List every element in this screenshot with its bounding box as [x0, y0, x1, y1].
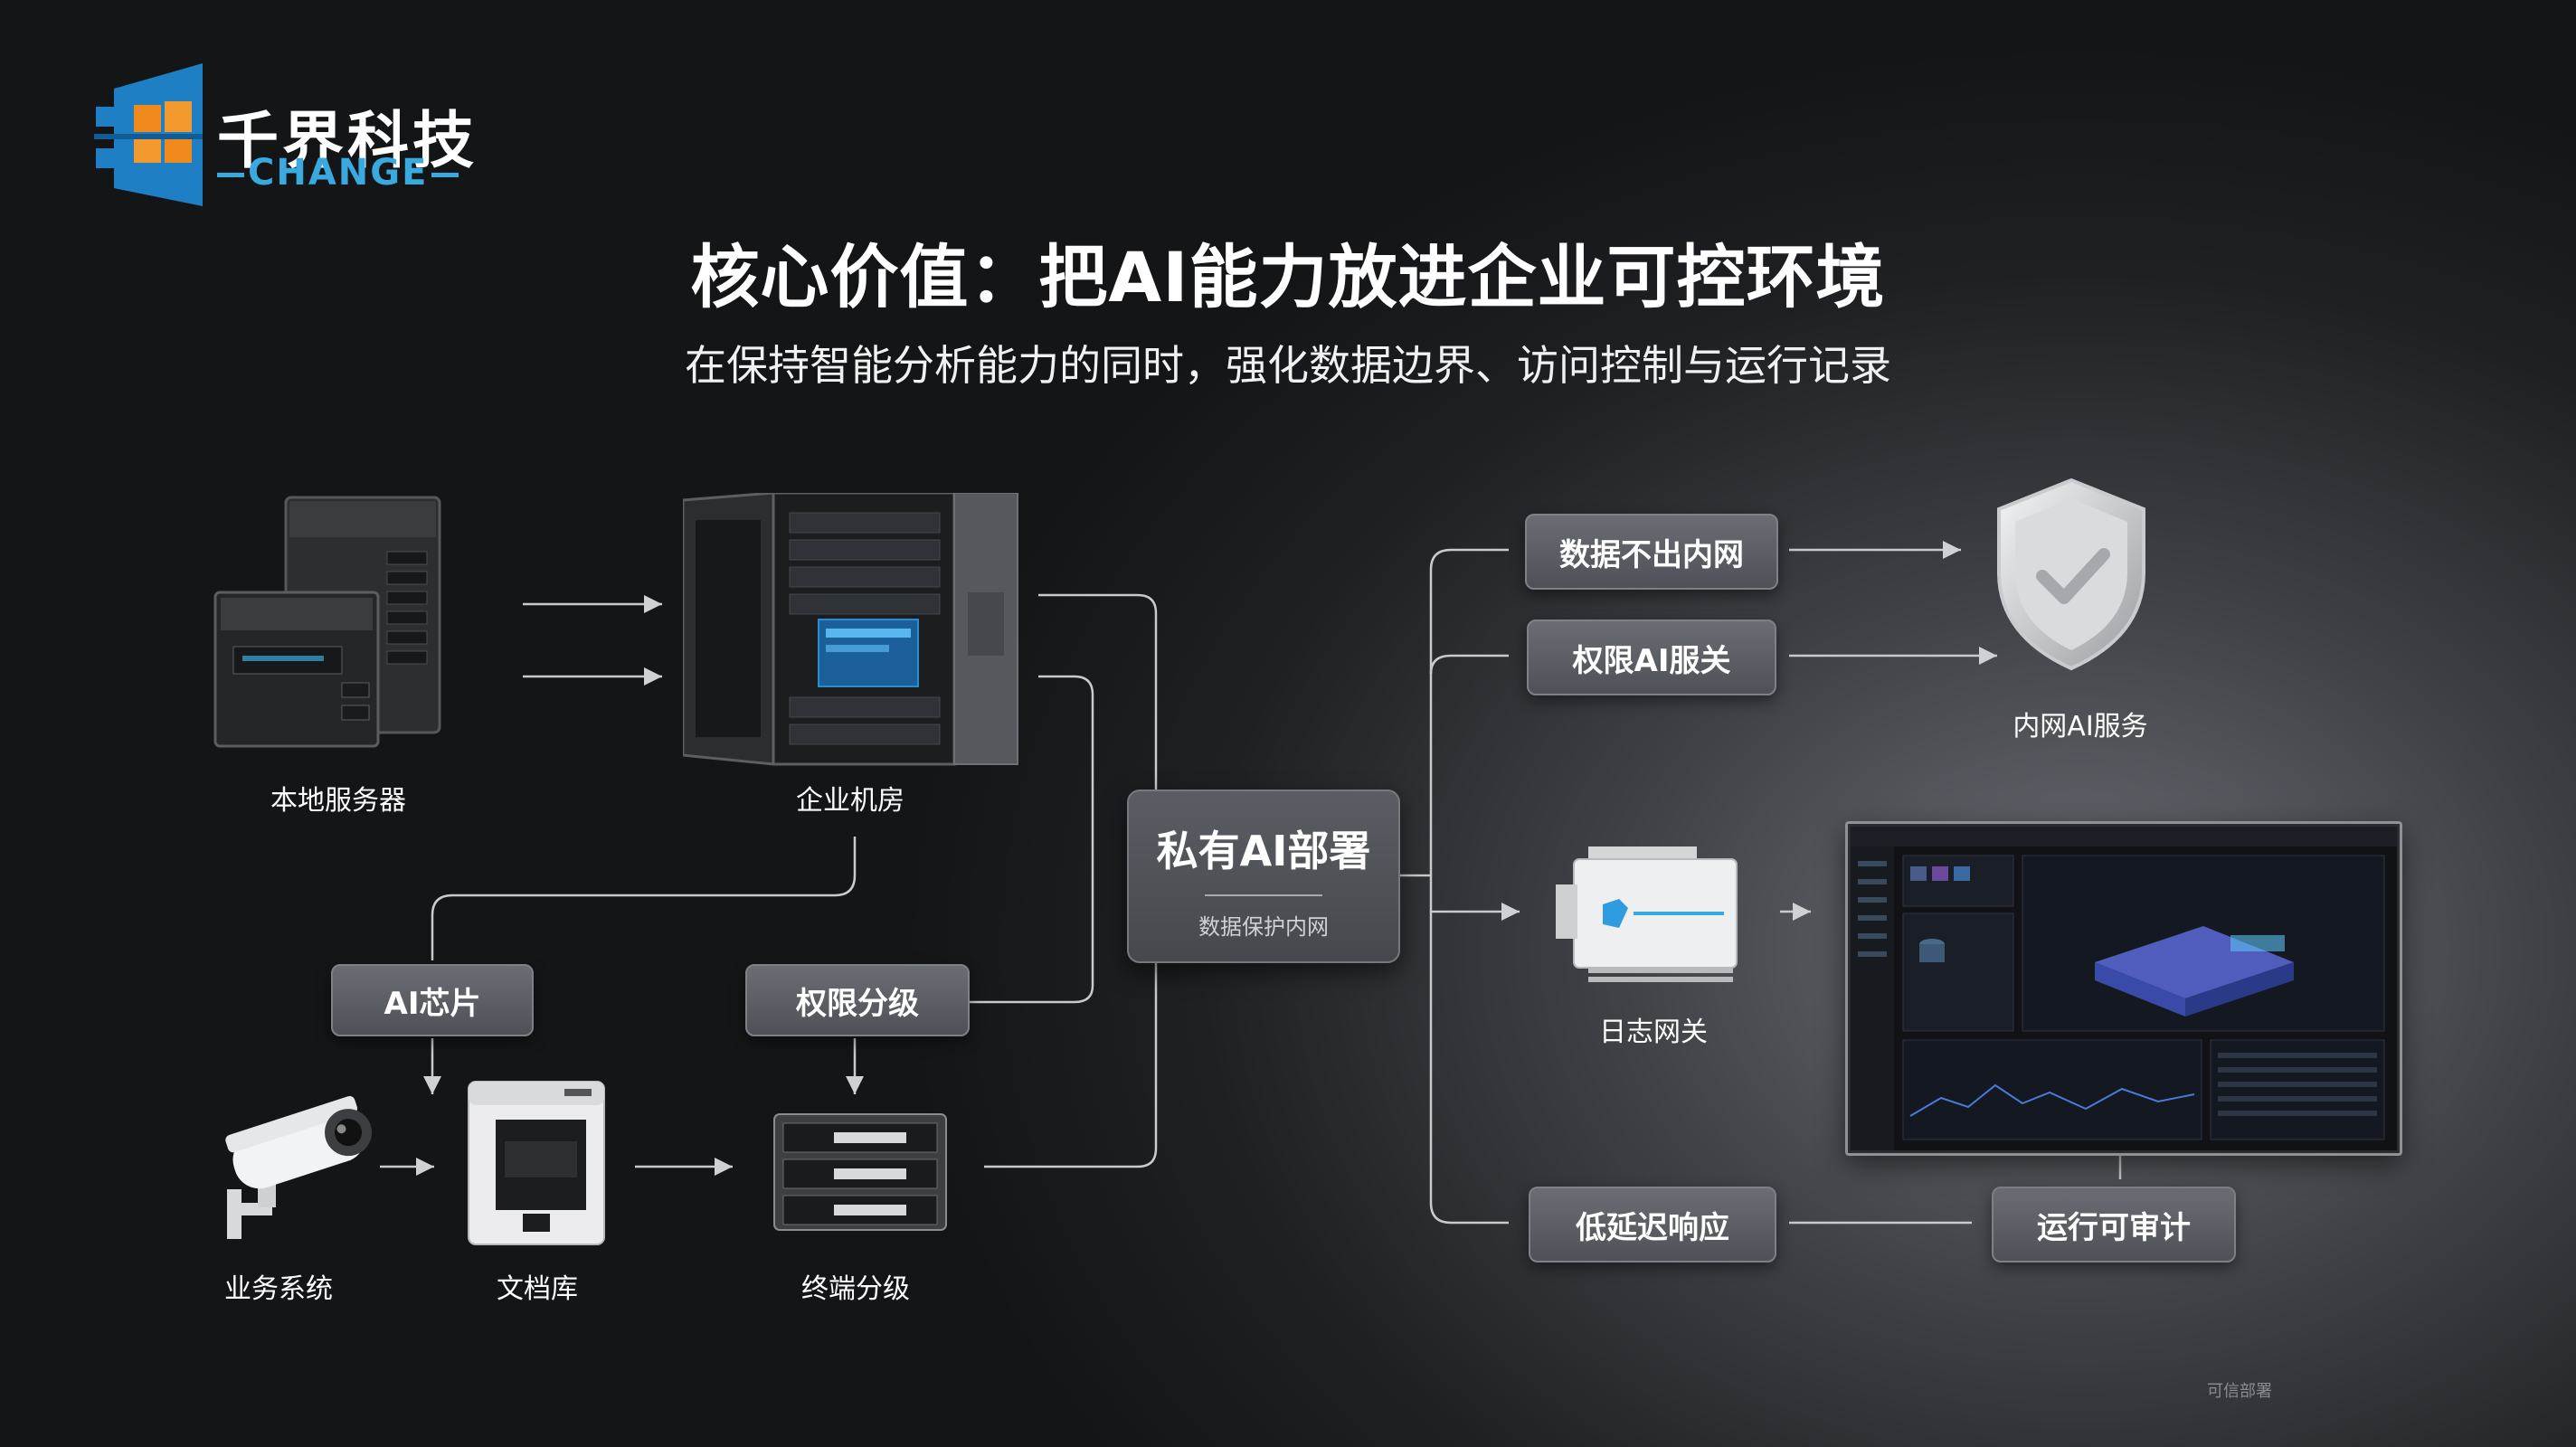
- pill-low-latency: 低延迟响应: [1529, 1187, 1776, 1263]
- center-title: 私有AI部署: [1156, 827, 1371, 875]
- local-server-image: [206, 488, 514, 760]
- machine-room-image: [681, 491, 1027, 773]
- dashboard-screen: [1851, 827, 2397, 1150]
- center-divider: [1205, 894, 1322, 896]
- page-title: 核心价值：把AI能力放进企业可控环境: [690, 237, 1886, 317]
- business-system-image: [222, 1085, 384, 1244]
- private-ai-deployment-box: 私有AI部署 数据保护内网: [1127, 790, 1400, 963]
- label-business-system: 业务系统: [224, 1273, 333, 1305]
- label-intranet-ai: 内网AI服务: [2012, 711, 2148, 742]
- label-doc-library: 文档库: [497, 1273, 578, 1305]
- pill-ai-chip: AI芯片: [331, 964, 534, 1036]
- logo-mark-icon: [94, 63, 203, 206]
- center-subtitle: 数据保护内网: [1198, 914, 1329, 940]
- pill-auditable: 运行可审计: [1992, 1187, 2236, 1263]
- dashboard-monitor: [1845, 821, 2402, 1156]
- log-gateway-image: [1552, 841, 1751, 991]
- pill-permission-grading: 权限分级: [745, 964, 970, 1036]
- pill-permission-ai-gate: 权限AI服关: [1527, 619, 1776, 695]
- label-log-gateway: 日志网关: [1599, 1017, 1708, 1048]
- doc-library-image: [465, 1076, 610, 1248]
- logo-name: 千界科技: [217, 106, 478, 177]
- logo-sub-text: CHANGE: [248, 152, 429, 194]
- label-local-server: 本地服务器: [270, 785, 406, 817]
- company-logo: [94, 61, 212, 206]
- label-machine-room: 企业机房: [796, 785, 904, 817]
- page-subtitle: 在保持智能分析能力的同时，强化数据边界、访问控制与运行记录: [685, 341, 1891, 390]
- shield-icon: [1990, 475, 2153, 674]
- logo-subtitle: CHANGE: [213, 152, 462, 194]
- footnote: 可信部署: [2207, 1382, 2272, 1401]
- pill-data-stays-intranet: 数据不出内网: [1525, 514, 1778, 590]
- label-terminal-grading: 终端分级: [801, 1273, 910, 1305]
- terminal-grading-image: [771, 1111, 952, 1237]
